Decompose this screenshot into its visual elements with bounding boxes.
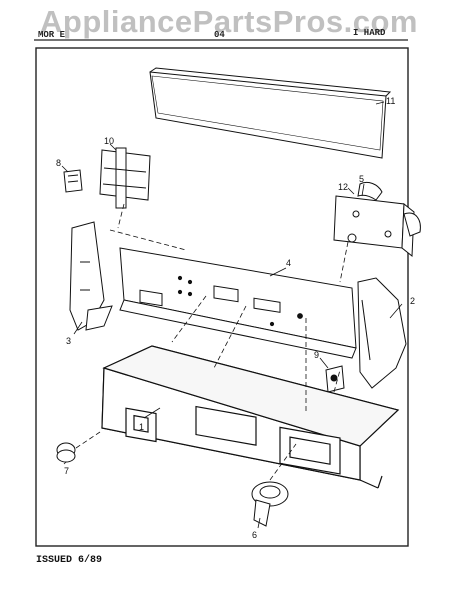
- callout-10: 10: [104, 136, 114, 146]
- part-10-switch: [99, 147, 151, 209]
- callout-1: 1: [139, 422, 144, 432]
- part-12-timer: [333, 181, 421, 258]
- diagram-frame: [35, 47, 409, 547]
- callout-5: 5: [359, 174, 364, 184]
- callout-11: 11: [386, 96, 395, 106]
- callout-leaders: [61, 101, 403, 529]
- part-3-end-cap: [69, 221, 113, 331]
- callout-7: 7: [64, 466, 69, 476]
- part-7-knob: [56, 442, 76, 463]
- header-page-code: 04: [214, 30, 225, 40]
- callout-8: 8: [56, 158, 61, 168]
- part-6-timer-knob: [251, 481, 289, 527]
- watermark: AppliancePartsPros.com: [40, 4, 418, 39]
- header-model: MOR E: [38, 30, 66, 40]
- callout-4: 4: [286, 258, 291, 268]
- callout-6: 6: [252, 530, 257, 540]
- callout-9: 9: [314, 350, 319, 360]
- part-1-control-panel: [101, 345, 400, 489]
- callout-3: 3: [66, 336, 71, 346]
- header-section: I HARD: [353, 28, 386, 38]
- callout-12: 12: [338, 182, 348, 192]
- issued-date: ISSUED 6/89: [36, 555, 103, 566]
- part-4-backing-panel: [119, 247, 357, 359]
- part-8-switch: [63, 169, 83, 193]
- part-11-trim: [149, 67, 392, 159]
- dashed-leaders: [75, 203, 349, 481]
- part-2-end-cap: [357, 277, 407, 389]
- callout-2: 2: [410, 296, 415, 306]
